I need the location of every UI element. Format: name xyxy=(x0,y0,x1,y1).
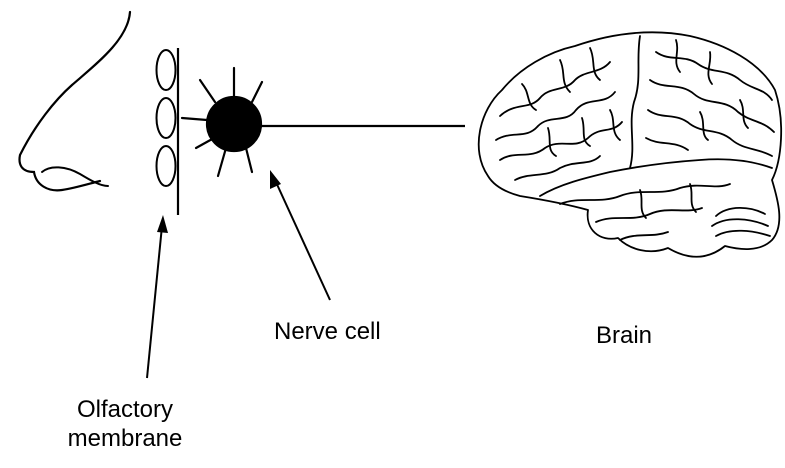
label-olfactory-line2: membrane xyxy=(50,425,200,454)
label-nerve-cell: Nerve cell xyxy=(274,318,381,347)
nose-profile xyxy=(20,12,130,190)
receptor-oval-bottom xyxy=(157,146,176,186)
nerve-cell-body xyxy=(182,68,262,176)
label-olfactory-line1: Olfactory xyxy=(50,396,200,425)
label-brain: Brain xyxy=(596,322,652,351)
arrow-olfactory-membrane xyxy=(147,215,168,378)
receptor-oval-middle xyxy=(157,98,176,138)
nostril xyxy=(42,167,108,186)
arrow-nerve-cell xyxy=(270,170,330,300)
label-olfactory-membrane: Olfactory membrane xyxy=(50,396,200,454)
receptor-oval-top xyxy=(157,50,176,90)
brain-illustration xyxy=(479,32,781,256)
